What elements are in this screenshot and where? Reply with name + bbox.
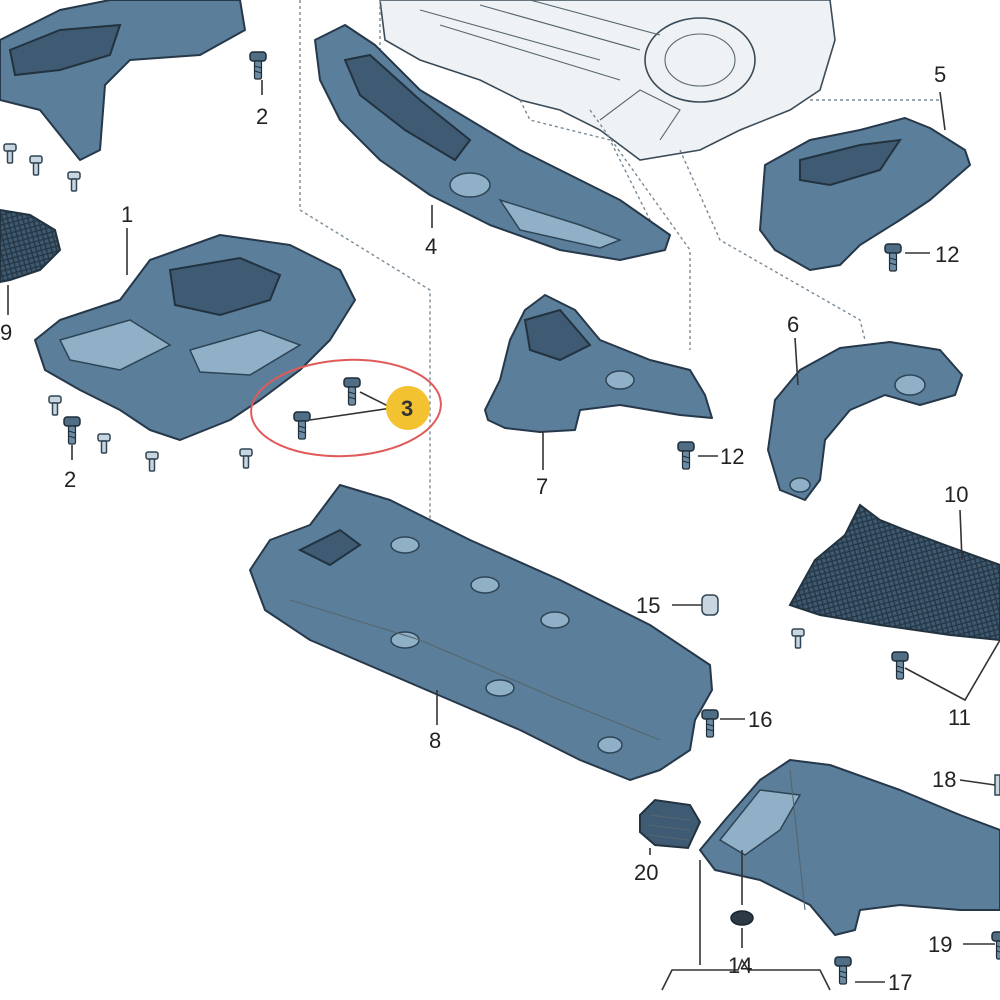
callout-15: 15 xyxy=(636,593,660,618)
callout-17: 17 xyxy=(888,970,912,995)
callout-1: 1 xyxy=(121,202,133,227)
part-7-bracket-panel xyxy=(484,294,713,433)
leader-lines xyxy=(7,80,1000,991)
vehicle-floor-body xyxy=(379,0,836,161)
callout-19: 19 xyxy=(928,932,952,957)
part-5-right-panel xyxy=(759,117,971,271)
callout-labels: 1 2 2 3 4 5 6 7 8 9 10 11 12 12 14 15 16… xyxy=(0,62,971,995)
rear-right-panel xyxy=(699,759,1000,936)
top-left-panel xyxy=(0,0,246,161)
part-8-center-floor-panel xyxy=(249,484,713,781)
callout-14: 14 xyxy=(728,953,752,978)
callout-11: 11 xyxy=(948,705,971,730)
callout-2-bottom: 2 xyxy=(64,467,76,492)
callout-7: 7 xyxy=(536,474,548,499)
part-6-wheel-arch-shield xyxy=(767,341,963,501)
callout-18: 18 xyxy=(932,767,956,792)
callout-6: 6 xyxy=(787,312,799,337)
callout-8: 8 xyxy=(429,728,441,753)
callout-3-highlight xyxy=(250,358,442,458)
callout-2-top: 2 xyxy=(256,104,268,129)
callout-9: 9 xyxy=(0,320,12,345)
part-1-engine-undertray xyxy=(34,234,356,441)
part-10-mesh-shield xyxy=(788,503,1000,642)
callout-12-lower: 12 xyxy=(720,444,744,469)
part-14-grommet xyxy=(730,910,754,926)
callout-3: 3 xyxy=(401,396,413,421)
callout-12-upper: 12 xyxy=(935,242,959,267)
part-20-pad xyxy=(639,798,702,850)
callout-10: 10 xyxy=(944,482,968,507)
part-4-tunnel-panel xyxy=(314,24,671,261)
callout-4: 4 xyxy=(425,234,437,259)
part-9-cover xyxy=(0,208,62,284)
callout-20: 20 xyxy=(634,860,658,885)
callout-16: 16 xyxy=(748,707,772,732)
callout-5: 5 xyxy=(934,62,946,87)
